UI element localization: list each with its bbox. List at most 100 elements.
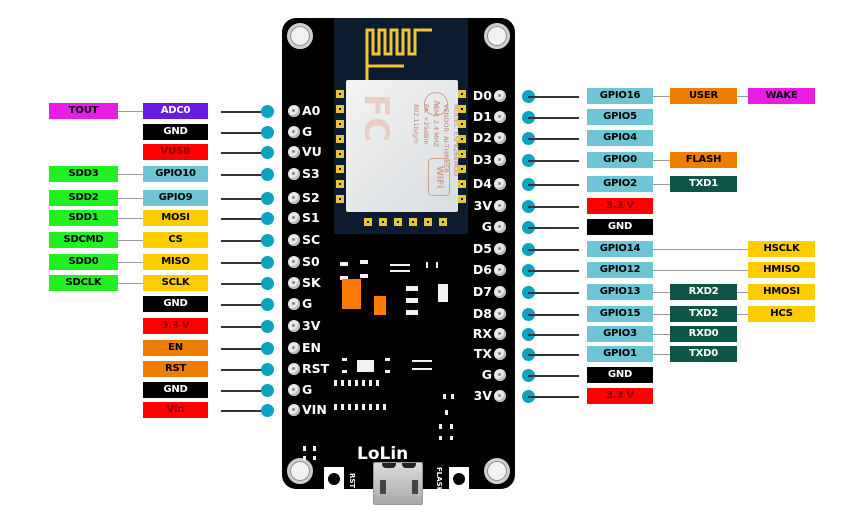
pin-function-label: Vin [143, 402, 208, 418]
nodemcu-board: FC Ai MODEL: ESP8266MOD VENDOR: AI-THINK… [282, 18, 515, 493]
module-pad [336, 150, 344, 158]
pin-connector-line [528, 396, 579, 398]
header-pin-hole [288, 105, 300, 117]
pin-function-label: EN [143, 340, 208, 356]
module-pad [336, 105, 344, 113]
header-pin-name: G [302, 296, 313, 311]
pin-alt-function-label: SDCMD [49, 232, 118, 248]
pin-connector-line [221, 369, 267, 371]
pin-function-label: GND [587, 219, 653, 235]
pin-connector-dot [261, 320, 274, 333]
header-pin-name: G [481, 219, 492, 234]
pin-connector-line [528, 292, 579, 294]
chip-pin [355, 380, 358, 386]
pin-extra-function-label: WAKE [748, 88, 815, 104]
pin-connector-line [221, 304, 267, 306]
module-pad [424, 218, 432, 226]
orange-capacitor-large [342, 279, 361, 309]
header-pin-name: D7 [472, 284, 492, 299]
module-pad [439, 218, 447, 226]
pin-extra-function-label: HSCLK [748, 241, 815, 257]
function-link-line [737, 314, 748, 315]
header-pin-hole [288, 146, 300, 158]
pin-function-label: GPIO5 [587, 109, 653, 125]
pin-connector-line [221, 198, 267, 200]
pin-function-label: GPIO3 [587, 326, 653, 342]
header-pin-hole [288, 384, 300, 396]
pin-connector-dot [261, 192, 274, 205]
header-pin-hole [288, 256, 300, 268]
pin-function-label: 3.3 V [143, 318, 208, 334]
header-pin-name: G [481, 367, 492, 382]
pin-connector-line [528, 314, 579, 316]
function-link-line [653, 354, 670, 355]
module-pad [458, 180, 466, 188]
chip-pin [341, 404, 344, 410]
header-pin-name: S3 [302, 166, 320, 181]
header-pin-name: 3V [473, 198, 492, 213]
pin-function-label: GPIO10 [143, 166, 208, 182]
module-pad [336, 180, 344, 188]
header-pin-name: D6 [472, 262, 492, 277]
pin-alt-function-label: RXD2 [670, 284, 737, 300]
function-link-line [118, 283, 143, 284]
header-pin-name: EN [302, 340, 322, 355]
micro-usb-port[interactable] [373, 462, 423, 505]
function-link-line [118, 240, 143, 241]
header-pin-hole [494, 328, 506, 340]
rst-button[interactable] [324, 467, 344, 491]
function-link-line [653, 160, 670, 161]
pin-connector-line [528, 96, 579, 98]
orange-capacitor-small [374, 296, 386, 315]
module-pad [394, 218, 402, 226]
header-pin-name: SC [302, 232, 321, 247]
antenna-trace-icon [365, 28, 432, 80]
pin-alt-function-label: TXD0 [670, 346, 737, 362]
function-link-line [737, 292, 748, 293]
pin-alt-function-label: SDD1 [49, 210, 118, 226]
pin-connector-line [221, 390, 267, 392]
pin-alt-function-label: TOUT [49, 103, 118, 119]
module-pad [336, 90, 344, 98]
function-link-line [118, 218, 143, 219]
pin-extra-function-label: HMISO [748, 262, 815, 278]
chip-pin [369, 380, 372, 386]
function-link-line [118, 174, 143, 175]
board-brand-label: LoLin [357, 444, 409, 464]
pin-connector-dot [261, 404, 274, 417]
chip-pin [348, 404, 351, 410]
header-pin-hole [494, 369, 506, 381]
pin-connector-dot [261, 363, 274, 376]
header-pin-name: S2 [302, 190, 320, 205]
pin-connector-dot [261, 256, 274, 269]
pin-connector-line [528, 334, 579, 336]
header-pin-hole [288, 126, 300, 138]
header-pin-hole [494, 390, 506, 402]
flash-button[interactable] [449, 467, 469, 491]
mount-hole-top-left [287, 23, 313, 49]
rf-shield-can: FC Ai MODEL: ESP8266MOD VENDOR: AI-THINK… [346, 80, 460, 212]
chip-pin [334, 380, 337, 386]
pin-function-label: GPIO15 [587, 306, 653, 322]
pin-function-label: RST [143, 361, 208, 377]
pin-connector-line [528, 249, 579, 251]
header-pin-name: S0 [302, 254, 320, 269]
pin-connector-line [221, 262, 267, 264]
function-link-line [653, 96, 670, 97]
module-pad [409, 218, 417, 226]
module-pad [364, 218, 372, 226]
module-pad [458, 120, 466, 128]
chip-pin [348, 380, 351, 386]
pin-function-label: MISO [143, 254, 208, 270]
pin-function-label: GPIO14 [587, 241, 653, 257]
chip-pin [369, 404, 372, 410]
pin-connector-line [221, 218, 267, 220]
pin-connector-dot [261, 126, 274, 139]
pin-connector-line [221, 326, 267, 328]
header-pin-hole [288, 277, 300, 289]
pin-connector-line [221, 283, 267, 285]
header-pin-name: VU [302, 144, 322, 159]
pin-connector-line [221, 152, 267, 154]
pin-connector-dot [261, 298, 274, 311]
pin-connector-line [528, 206, 579, 208]
